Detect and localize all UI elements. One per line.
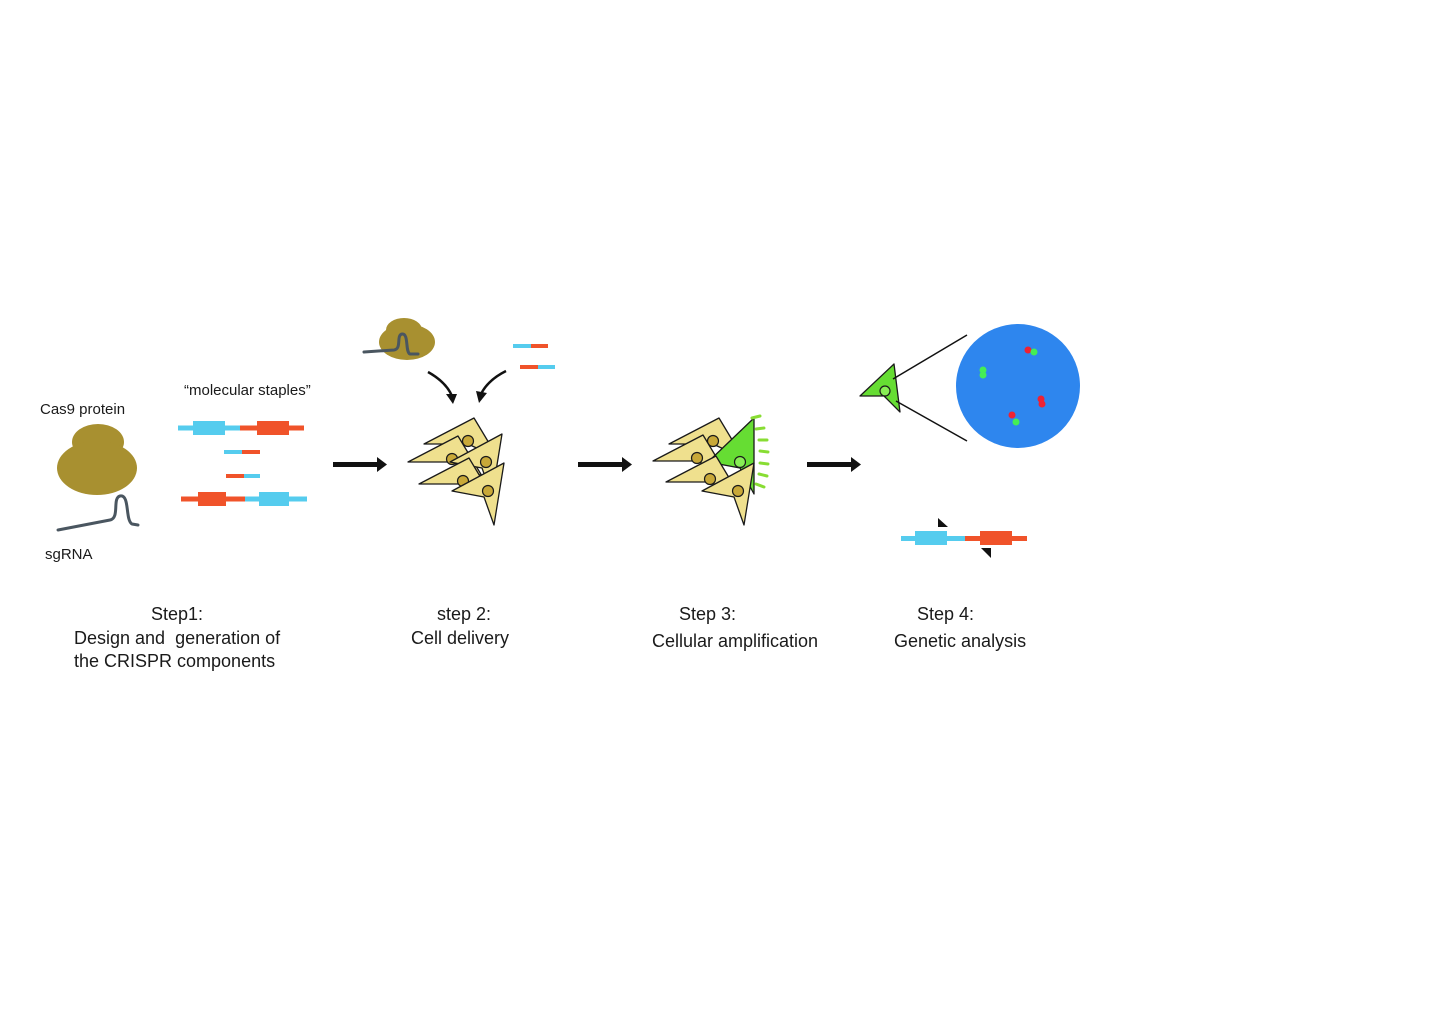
step2-caption: step 2: Cell delivery: [411, 604, 509, 648]
step2-line1: Cell delivery: [411, 628, 509, 648]
molecular-staples-label: “molecular staples”: [184, 382, 311, 399]
step4-title: Step 4:: [917, 604, 974, 624]
step1-title: Step1:: [151, 604, 203, 624]
arrow-step3-to-step4: [807, 457, 861, 472]
step3-caption: Step 3: Cellular amplification: [652, 604, 818, 651]
zoom-line-bottom: [895, 400, 968, 442]
sgrna-label: sgRNA: [45, 546, 93, 563]
zoom-line-top: [892, 334, 968, 380]
cas9-protein-icon: [57, 424, 137, 495]
fusion-gene-primer-icon: [901, 518, 1027, 558]
step1-line1: Design and generation of: [74, 628, 281, 648]
staple-short-2: [226, 474, 260, 478]
amplification-signal-icon: [750, 414, 770, 489]
delivery-curve-right: [479, 369, 507, 395]
cas9-sgrna-complex-icon: [362, 318, 435, 360]
delivery-curve-left: [427, 370, 454, 397]
sgrna-icon: [56, 494, 140, 532]
staple-long-bottom: [181, 492, 307, 506]
step4-line1: Genetic analysis: [894, 631, 1026, 651]
cell-cluster-step3: [652, 417, 755, 526]
step3-title: Step 3:: [679, 604, 736, 624]
step3-line1: Cellular amplification: [652, 631, 818, 651]
arrow-step2-to-step3: [578, 457, 632, 472]
step1-line2: the CRISPR components: [74, 651, 275, 671]
arrow-step1-to-step2: [333, 457, 387, 472]
step4-caption: Step 4: Genetic analysis: [894, 604, 1026, 651]
step1-caption: Step1: Design and generation of the CRIS…: [74, 604, 281, 671]
cell-cluster-step2: [407, 417, 505, 526]
fish-analysis-nucleus-icon: [956, 324, 1080, 448]
cas9-protein-label: Cas9 protein: [40, 401, 125, 418]
green-cell-icon: [859, 363, 901, 413]
step2-title: step 2:: [437, 604, 491, 624]
staple-short-1: [224, 450, 260, 454]
staple-long-top: [178, 421, 304, 435]
staples-pair-icon: [513, 344, 555, 369]
